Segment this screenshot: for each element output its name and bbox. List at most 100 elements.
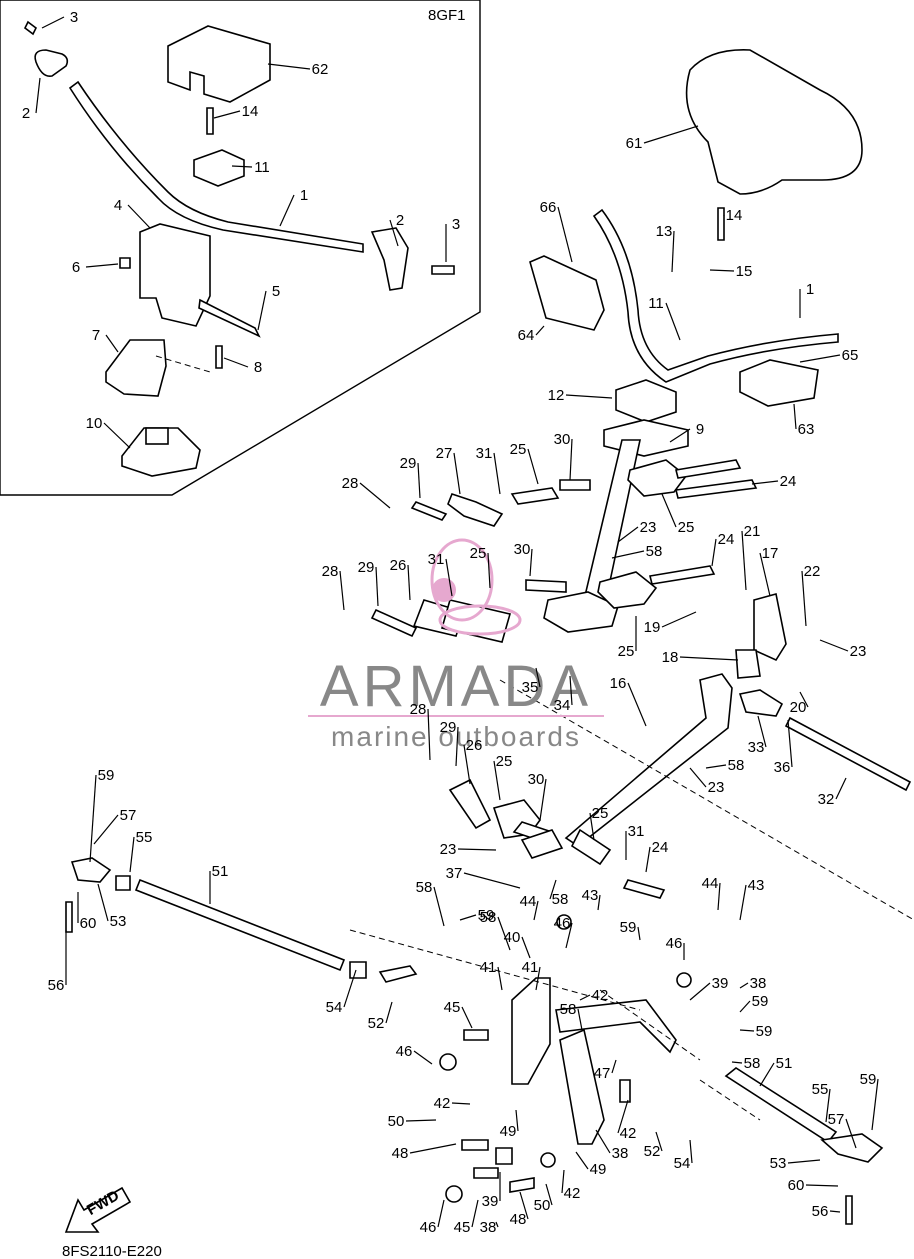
leader-line — [529, 548, 533, 577]
leader-lines — [35, 16, 879, 1228]
callout-8: 8 — [254, 359, 262, 376]
leader-line — [565, 394, 613, 399]
callout-42: 42 — [592, 987, 609, 1004]
leader-line — [453, 452, 461, 495]
callout-46: 46 — [554, 915, 571, 932]
leader-line — [495, 1221, 499, 1228]
leader-line — [407, 564, 411, 601]
callout-52: 52 — [644, 1143, 661, 1160]
callout-65: 65 — [842, 347, 859, 364]
leader-line — [535, 667, 541, 688]
leader-line — [561, 1169, 565, 1194]
leader-line — [645, 846, 651, 873]
leader-line — [711, 538, 717, 567]
callout-58: 58 — [744, 1055, 761, 1072]
leader-line — [829, 1210, 841, 1213]
leader-line — [757, 715, 767, 748]
callout-1: 1 — [806, 281, 814, 298]
leader-line — [611, 1059, 617, 1074]
callout-24: 24 — [652, 839, 669, 856]
callout-25: 25 — [618, 643, 635, 660]
watermark-brand: ARMADA — [320, 654, 592, 719]
callout-11: 11 — [254, 159, 270, 176]
leader-line — [671, 230, 675, 273]
callout-14: 14 — [726, 207, 743, 224]
leader-line — [589, 812, 595, 841]
diagram-code: 8FS2110-E220 — [62, 1243, 162, 1259]
leader-line — [405, 1119, 437, 1122]
callout-25: 25 — [470, 545, 487, 562]
leader-line — [463, 872, 521, 889]
callout-51: 51 — [776, 1055, 793, 1072]
leader-line — [497, 966, 503, 991]
callout-28: 28 — [410, 701, 427, 718]
leader-line — [739, 982, 749, 989]
leader-line — [389, 219, 399, 247]
inset-frame — [0, 0, 481, 496]
callout-55: 55 — [812, 1081, 829, 1098]
callout-42: 42 — [564, 1185, 581, 1202]
leader-line — [223, 357, 249, 368]
callout-43: 43 — [582, 887, 599, 904]
callout-49: 49 — [590, 1161, 607, 1178]
callout-60: 60 — [80, 915, 97, 932]
callout-56: 56 — [48, 977, 65, 994]
leader-line — [577, 1008, 583, 1031]
leader-line — [457, 848, 497, 851]
leader-line — [557, 206, 573, 263]
leader-line — [871, 1078, 879, 1131]
leader-line — [579, 994, 591, 1001]
callout-3: 3 — [452, 216, 460, 233]
leader-line — [569, 438, 573, 481]
callout-59: 59 — [620, 919, 637, 936]
leader-line — [627, 682, 647, 727]
callout-35: 35 — [522, 679, 539, 696]
callout-58: 58 — [560, 1001, 577, 1018]
leader-line — [751, 480, 779, 485]
leader-line — [665, 302, 681, 341]
leader-line — [455, 726, 459, 767]
callout-14: 14 — [242, 103, 259, 120]
callout-48: 48 — [392, 1145, 409, 1162]
callout-18: 18 — [662, 649, 679, 666]
callout-19: 19 — [644, 619, 661, 636]
callout-34: 34 — [554, 697, 571, 714]
leader-line — [515, 1109, 519, 1132]
callout-23: 23 — [708, 779, 725, 796]
callout-38: 38 — [612, 1145, 629, 1162]
callout-26: 26 — [466, 737, 483, 754]
callout-64: 64 — [518, 327, 535, 344]
leader-line — [427, 708, 431, 761]
callout-58: 58 — [646, 543, 663, 560]
leader-line — [741, 530, 747, 591]
callout-29: 29 — [440, 719, 457, 736]
callout-15: 15 — [736, 263, 753, 280]
leader-line — [41, 16, 65, 29]
leader-line — [611, 550, 645, 559]
callout-41: 41 — [522, 959, 539, 976]
callout-28: 28 — [322, 563, 339, 580]
callout-59: 59 — [752, 993, 769, 1010]
leader-line — [279, 194, 295, 227]
leader-line — [129, 836, 135, 873]
callout-29: 29 — [400, 455, 417, 472]
callout-54: 54 — [326, 999, 343, 1016]
callout-48: 48 — [510, 1211, 527, 1228]
callout-30: 30 — [554, 431, 571, 448]
leader-line — [103, 422, 131, 449]
leader-line — [417, 462, 421, 499]
leader-line — [835, 777, 847, 800]
leader-line — [85, 263, 119, 268]
callout-54: 54 — [674, 1155, 691, 1172]
callout-33: 33 — [748, 739, 765, 756]
callout-4: 4 — [114, 197, 122, 214]
leader-line — [493, 452, 501, 495]
leader-line — [689, 982, 711, 1001]
leader-line — [127, 204, 151, 229]
callout-59: 59 — [860, 1071, 877, 1088]
leader-line — [637, 926, 641, 941]
callout-44: 44 — [520, 893, 537, 910]
leader-line — [459, 914, 477, 921]
leader-line — [739, 1029, 755, 1032]
